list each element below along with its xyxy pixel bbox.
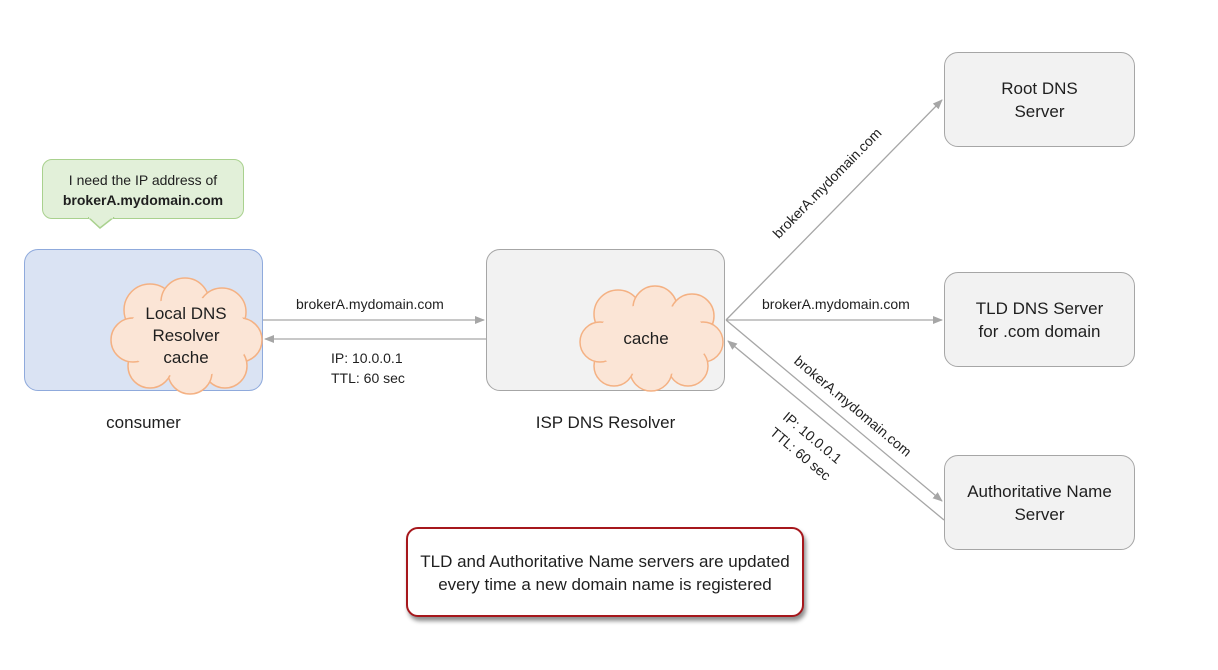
isp-cache-cloud-icon bbox=[579, 285, 724, 392]
root-line1: Root DNS bbox=[1001, 78, 1078, 98]
tld-line1: TLD DNS Server bbox=[975, 298, 1104, 318]
auth-line1: Authoritative Name bbox=[967, 481, 1112, 501]
consumer-caption: consumer bbox=[106, 413, 181, 432]
label-consumer-to-isp: brokerA.mydomain.com bbox=[296, 296, 444, 312]
label-isp-to-consumer: IP: 10.0.0.1 TTL: 60 sec bbox=[331, 350, 405, 386]
speech-line2: brokerA.mydomain.com bbox=[62, 192, 224, 208]
speech-bubble: I need the IP address of brokerA.mydomai… bbox=[42, 159, 244, 219]
note-line2: every time a new domain name is register… bbox=[438, 575, 772, 594]
local-dns-cloud-icon bbox=[110, 277, 263, 395]
tld-dns-server-box: TLD DNS Server for .com domain bbox=[944, 272, 1135, 367]
root-dns-server-box: Root DNS Server bbox=[944, 52, 1135, 147]
arrow-auth-to-isp bbox=[727, 340, 945, 521]
label-isp-to-tld: brokerA.mydomain.com bbox=[762, 296, 910, 312]
arrow-isp-to-root bbox=[725, 99, 943, 321]
isp-cache-label: cache bbox=[623, 329, 669, 348]
note-line1: TLD and Authoritative Name servers are u… bbox=[420, 552, 790, 571]
auth-line2: Server bbox=[1014, 504, 1065, 524]
root-line2: Server bbox=[1014, 101, 1065, 121]
note-box: TLD and Authoritative Name servers are u… bbox=[406, 527, 804, 617]
speech-line1: I need the IP address of bbox=[68, 172, 218, 188]
speech-bubble-tail bbox=[88, 217, 115, 229]
isp-caption: ISP DNS Resolver bbox=[535, 413, 676, 432]
arrow-isp-to-auth bbox=[725, 319, 943, 502]
local-dns-cloud-label: Local DNS Resolver cache bbox=[145, 304, 227, 367]
tld-line2: for .com domain bbox=[978, 321, 1101, 341]
